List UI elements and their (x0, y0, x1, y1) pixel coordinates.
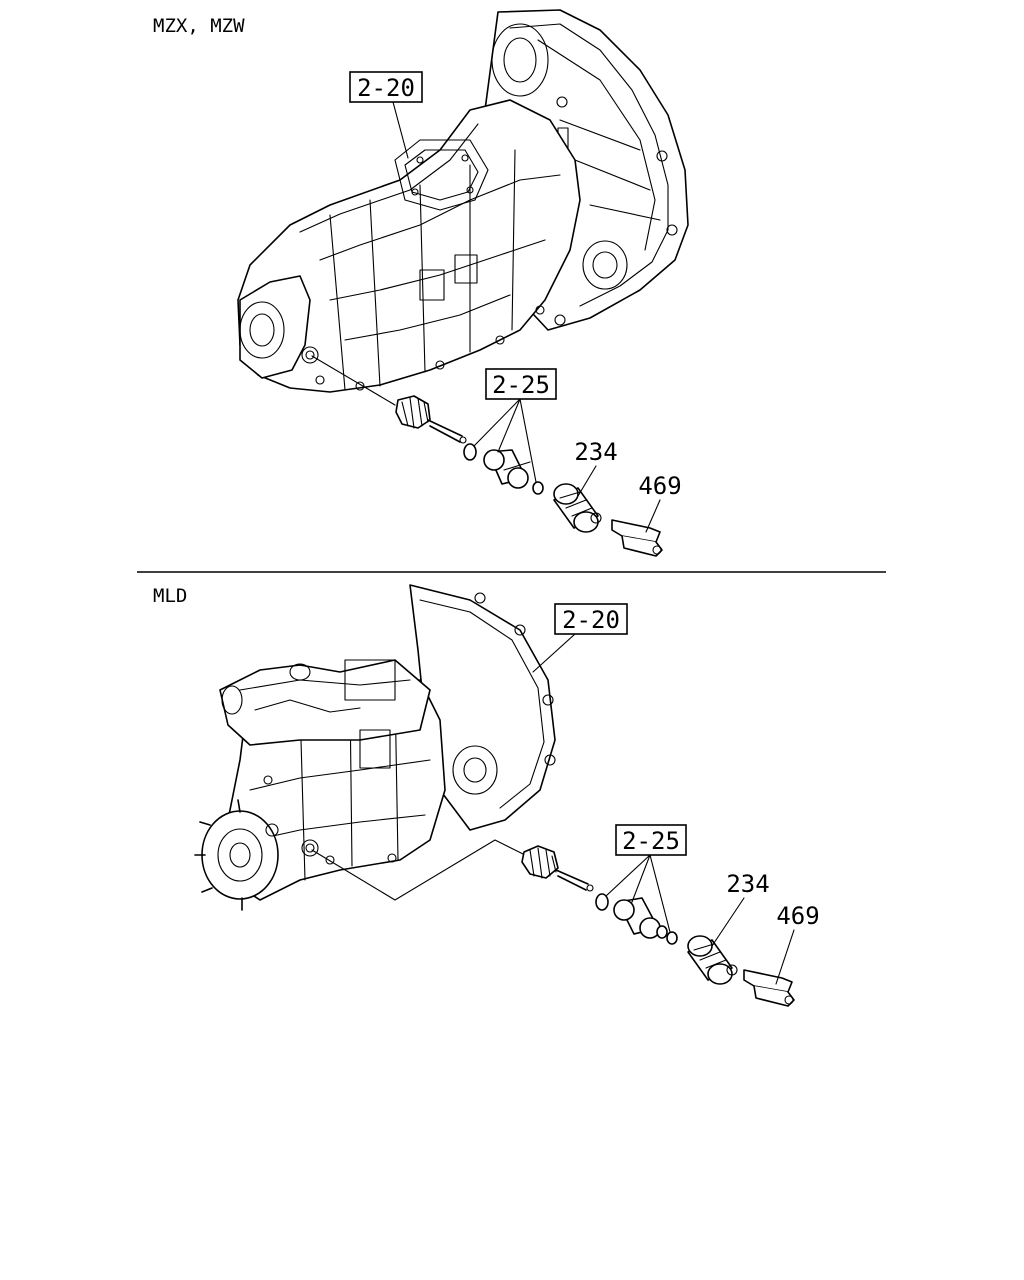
drive-leader-upper (311, 355, 396, 406)
callout-housing-2-20-lower: 2-20 (532, 603, 628, 673)
o-ring-upper (463, 443, 477, 461)
o-ring-lower (595, 893, 609, 911)
small-o-ring-upper (532, 481, 544, 495)
clip-part-label-lower: 469 (776, 902, 819, 930)
transmission-assembly-lower (194, 584, 556, 911)
section-mzx-mzw: MZX, MZW (153, 9, 689, 557)
kit-ref-label: 2-25 (492, 371, 550, 399)
clip-part-label: 469 (638, 472, 681, 500)
output-flange (194, 799, 279, 911)
speed-sensor-234-lower: 234 (687, 870, 770, 985)
callout-kit-2-25-lower: 2-25 (605, 824, 687, 933)
callout-kit-2-25-upper: 2-25 (473, 368, 557, 483)
sleeve-lower (613, 897, 668, 939)
callout-housing-2-20-upper: 2-20 (349, 71, 423, 159)
sensor-part-label-lower: 234 (726, 870, 769, 898)
small-o-ring-lower (666, 931, 678, 945)
kit-ref-label-lower: 2-25 (622, 827, 680, 855)
transmission-assembly-upper (237, 9, 689, 393)
sleeve-upper (483, 449, 531, 489)
sensor-part-label: 234 (574, 438, 617, 466)
clip-469-upper: 469 (611, 472, 682, 557)
housing-ref-label-lower: 2-20 (562, 606, 620, 634)
drive-leader-lower (311, 839, 526, 901)
speed-sensor-234-upper: 234 (553, 438, 618, 533)
section-label-mld: MLD (153, 585, 187, 607)
clip-469-lower: 469 (743, 902, 820, 1007)
driven-gear-upper (395, 395, 467, 444)
housing-ref-label: 2-20 (357, 74, 415, 102)
driven-gear-lower (521, 845, 594, 892)
section-mld: MLD (153, 584, 820, 1007)
section-label-mzx-mzw: MZX, MZW (153, 15, 245, 37)
